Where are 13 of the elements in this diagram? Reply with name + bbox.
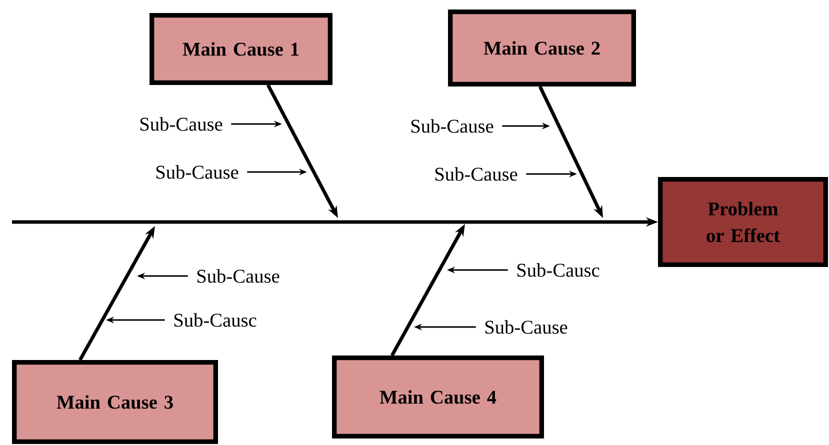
cause-box: Main Cause 1 (150, 13, 332, 85)
cause-box: Main Cause 4 (332, 355, 544, 438)
effect-box: Problem or Effect (658, 177, 828, 267)
sub-cause-label: Sub-Cause (156, 165, 238, 179)
cause-box: Main Cause 3 (12, 360, 218, 444)
cause-box: Main Cause 2 (448, 10, 636, 86)
sub-cause-label: Sub-Cause (140, 117, 222, 131)
sub-cause-label: Sub-Cause (485, 320, 568, 334)
sub-cause-label: Sub-Causc (174, 313, 256, 327)
sub-cause-label: Sub-Cause (411, 119, 494, 133)
sub-cause-label: Sub-Cause (197, 269, 280, 283)
sub-cause-label: Sub-Causc (517, 263, 600, 277)
sub-cause-label: Sub-Cause (435, 167, 518, 181)
